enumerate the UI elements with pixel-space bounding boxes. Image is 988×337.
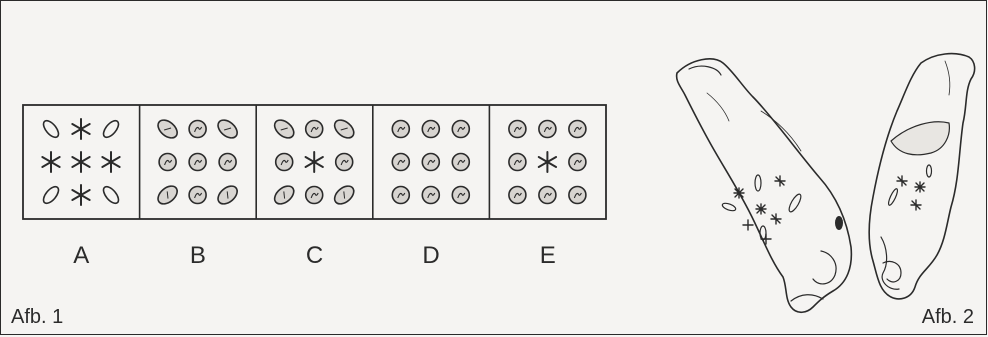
afb2-caption: Afb. 2 [922,306,974,329]
afb2-fragment-left [677,59,852,312]
afb1-caption: Afb. 1 [11,306,63,329]
afb2-fragment-right [869,54,974,299]
